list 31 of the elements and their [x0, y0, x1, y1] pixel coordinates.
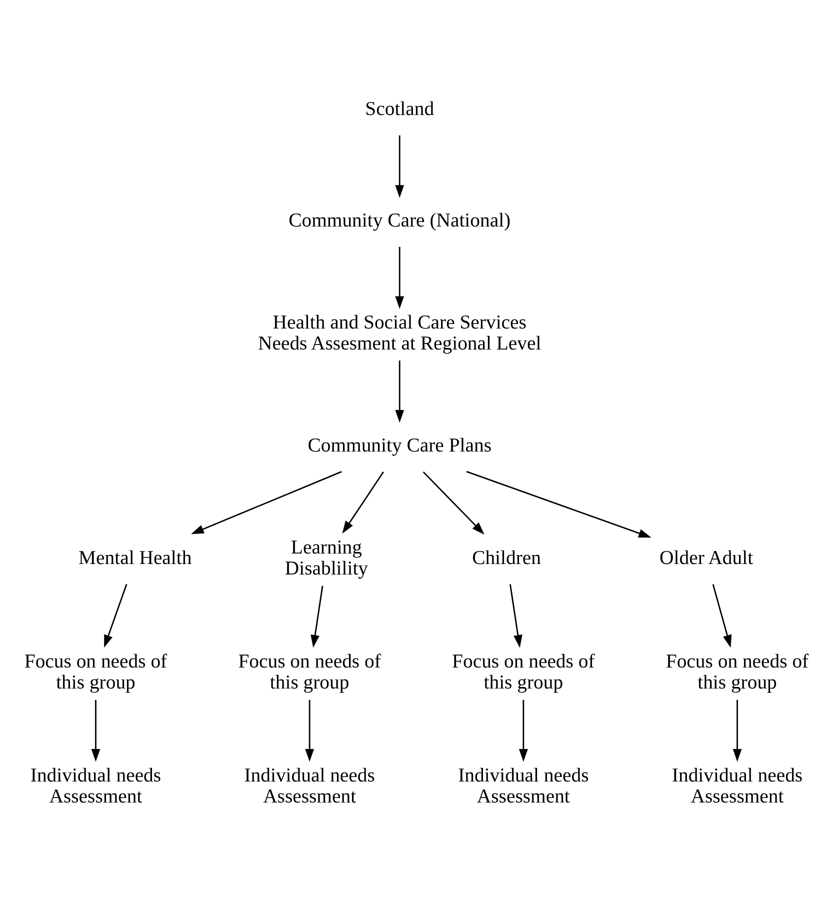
- arrow: [310, 585, 324, 648]
- arrow: [518, 699, 528, 762]
- arrow: [732, 699, 742, 762]
- arrow: [305, 699, 314, 762]
- node-text: Health and Social Care Services Needs Assesment at Regional Level: [258, 310, 542, 354]
- node-text: Focus on needs of this group: [24, 650, 168, 693]
- node-text: Focus on needs of this group: [238, 650, 381, 693]
- node-text: Learning Disablility: [284, 536, 368, 579]
- node-text: Focus on needs of this group: [666, 650, 809, 693]
- arrow: [422, 470, 484, 534]
- node-text: Older Adult: [660, 546, 754, 568]
- node-text: Scotland: [365, 98, 434, 120]
- arrow: [466, 470, 652, 538]
- node-text: Focus on needs of this group: [452, 650, 595, 693]
- node-text: Individual needs Assessment: [244, 764, 375, 807]
- arrow: [342, 471, 384, 534]
- node-text: Children: [472, 546, 541, 568]
- node-text: Community Care Plans: [308, 434, 492, 456]
- arrow: [104, 584, 128, 648]
- arrow: [395, 360, 404, 422]
- node-text: Individual needs Assessment: [458, 764, 589, 807]
- arrow: [510, 584, 522, 648]
- node-text: Individual needs Assessment: [30, 764, 162, 807]
- arrow: [712, 584, 732, 648]
- arrow: [191, 470, 342, 534]
- arrow: [395, 246, 404, 308]
- node-text: Mental Health: [78, 546, 192, 568]
- arrow: [395, 134, 404, 198]
- node-text: Community Care (National): [288, 208, 511, 231]
- node-text: Individual needs Assessment: [672, 764, 803, 807]
- arrow: [91, 699, 100, 762]
